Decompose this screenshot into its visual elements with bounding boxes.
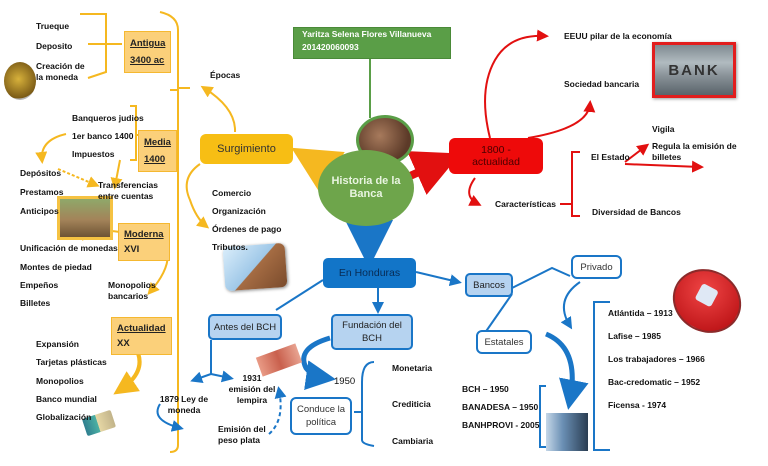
fundacion-year: 1950 [334, 376, 356, 387]
surgimiento-item: Órdenes de pago [212, 224, 282, 234]
moderna-item: Empeños [20, 280, 59, 290]
privado-bank: Lafise – 1985 [608, 331, 661, 341]
politica-item: Monetaria [392, 363, 433, 373]
era-name: Media [144, 137, 171, 148]
sociedad-label: Sociedad bancaria [564, 79, 640, 89]
moderna-item: Unificación de monedas [20, 243, 118, 253]
surgimiento-node[interactable]: Surgimiento [200, 134, 293, 164]
lempira-label: 1931 emisión del lempira [228, 373, 276, 405]
regula-label: Regula la emisión de billetes [652, 141, 737, 162]
privado-bank: Ficensa - 1974 [608, 400, 667, 410]
bch-building-image [546, 413, 588, 451]
surgimiento-item: Tributos. [212, 242, 248, 252]
antigua-item: Deposito [36, 41, 73, 51]
estatal-bank: BANHPROVI - 2005 [462, 420, 540, 430]
author-id: 201420060093 [302, 42, 359, 52]
estatal-bank: BANADESA – 1950 [462, 402, 539, 412]
media-sub-item: Prestamos [20, 187, 64, 197]
era-moderna[interactable]: Moderna XVI [118, 223, 170, 261]
moderna-item: Billetes [20, 298, 51, 308]
el-estado-label: El Estado [591, 152, 630, 162]
diversidad-label: Diversidad de Bancos [592, 207, 681, 217]
privado-bank: Atlántida – 1913 [608, 308, 673, 318]
bancos-node[interactable]: Bancos [465, 273, 513, 297]
actualidad-item: Tarjetas plásticas [36, 357, 107, 367]
author-box: Yaritza Selena Flores Villanueva 2014200… [293, 27, 451, 59]
caracteristicas-label: Características [495, 199, 556, 209]
central-topic[interactable]: Historia de la Banca [318, 150, 414, 226]
vigila-label: Vigila [652, 124, 675, 134]
antigua-item: Trueque [36, 21, 70, 31]
era-period: 3400 ac [130, 55, 165, 66]
estatal-bank: BCH – 1950 [462, 384, 509, 394]
fundacion-bch-node[interactable]: Fundación del BCH [331, 314, 413, 350]
peso-plata-label: Emisión del peso plata [218, 424, 266, 445]
conduce-politica-node[interactable]: Conduce la política [290, 397, 352, 435]
actualidad-node[interactable]: 1800 - actualidad [449, 138, 543, 174]
era-period: XVI [124, 244, 140, 255]
antigua-item: Creación de la moneda [36, 61, 85, 82]
transferencias-label: Transferencias entre cuentas [98, 180, 159, 201]
surgimiento-item: Comercio [212, 188, 252, 198]
moderna-item: Montes de piedad [20, 262, 92, 272]
era-name: Actualidad [117, 323, 166, 334]
atlantida-logo-icon [694, 283, 719, 308]
era-actualidad[interactable]: Actualidad XX [111, 317, 172, 355]
privado-bank: Los trabajadores – 1966 [608, 354, 705, 364]
coin-image [4, 62, 36, 100]
church-image [57, 196, 113, 240]
bank-building-image: BANK [652, 42, 736, 98]
media-sub-item: Anticipos [20, 206, 59, 216]
era-period: 1400 [144, 154, 166, 165]
actualidad-item: Expansión [36, 339, 79, 349]
media-item: Impuestos [72, 149, 115, 159]
bank-sign-text: BANK [668, 61, 720, 79]
politica-item: Cambiaria [392, 436, 434, 446]
eeuu-label: EEUU pilar de la economía [564, 31, 672, 41]
privado-bank: Bac-credomatic – 1952 [608, 377, 701, 387]
privado-node[interactable]: Privado [571, 255, 622, 279]
surgimiento-item: Organización [212, 206, 266, 216]
author-name: Yaritza Selena Flores Villanueva [302, 29, 432, 39]
era-name: Antigua [130, 38, 166, 49]
media-item: Banqueros judios [72, 113, 144, 123]
politica-item: Crediticia [392, 399, 431, 409]
epocas-label: Épocas [210, 70, 241, 80]
era-name: Moderna [124, 229, 164, 240]
media-sub-item: Depósitos [20, 168, 62, 178]
ley-moneda-label: 1879 Ley de moneda [159, 394, 209, 415]
actualidad-item: Monopolios [36, 376, 84, 386]
actualidad-item: Banco mundial [36, 394, 97, 404]
era-antigua[interactable]: Antigua 3400 ac [124, 31, 172, 73]
honduras-node[interactable]: En Honduras [323, 258, 416, 288]
actualidad-item: Globalización [36, 412, 92, 422]
era-period: XX [117, 338, 130, 349]
estatales-node[interactable]: Estatales [476, 330, 532, 354]
era-media[interactable]: Media 1400 [138, 130, 177, 172]
antes-bch-node[interactable]: Antes del BCH [208, 314, 282, 340]
media-item: 1er banco 1400 [72, 131, 134, 141]
monopolios-bancarios-label: Monopolios bancarios [108, 280, 156, 301]
